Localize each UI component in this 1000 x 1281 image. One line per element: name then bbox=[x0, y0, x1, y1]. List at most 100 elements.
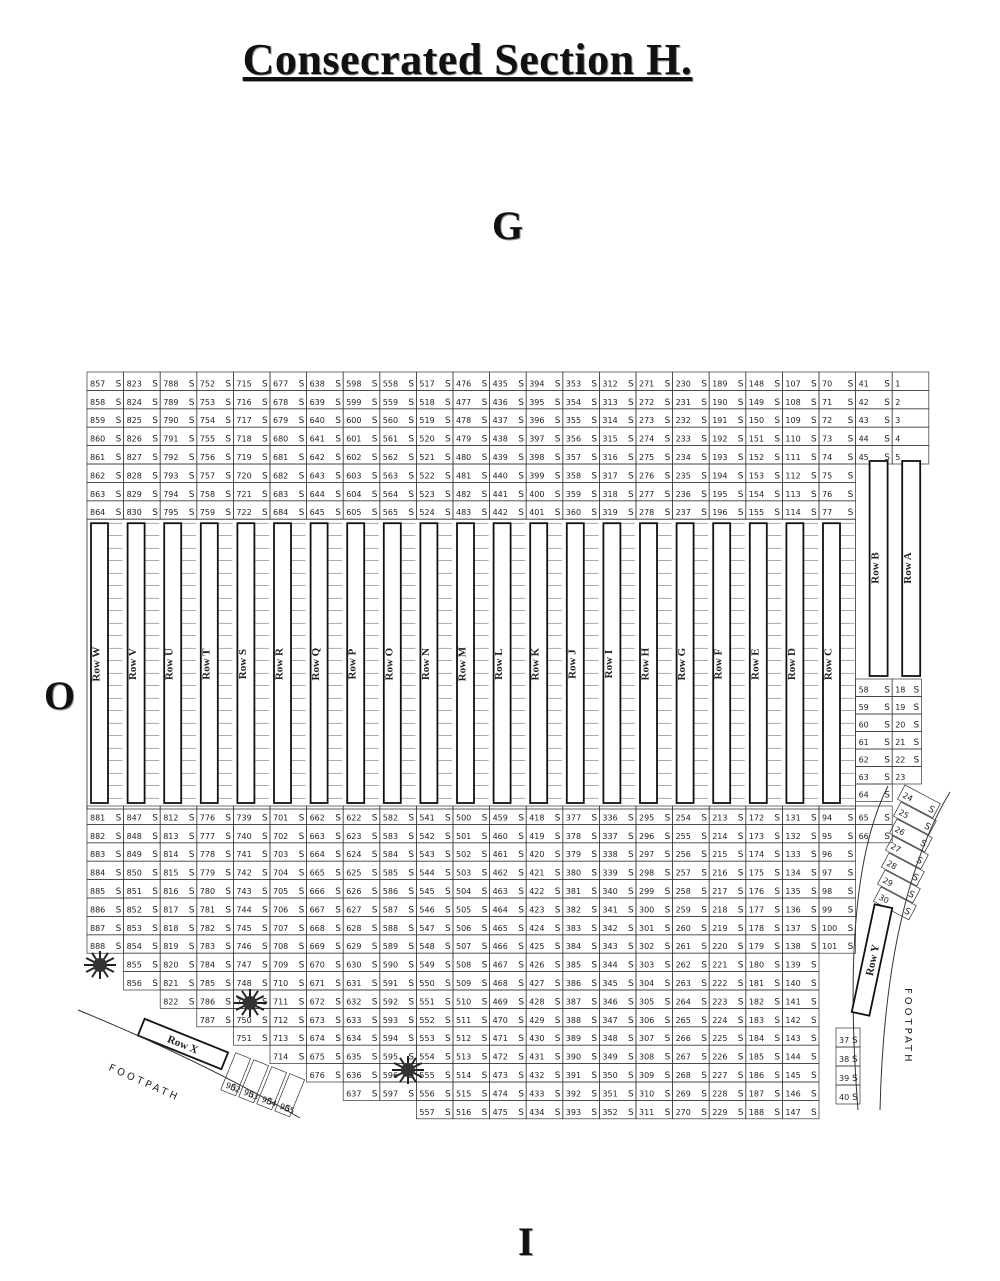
plot-number: 776 bbox=[200, 813, 215, 822]
row-strip bbox=[785, 522, 805, 804]
common-grave-mark: S bbox=[555, 997, 561, 1007]
plot-number: 779 bbox=[200, 869, 215, 878]
common-grave-mark: S bbox=[408, 453, 414, 463]
plot-number: 341 bbox=[602, 905, 617, 914]
common-grave-mark: S bbox=[445, 379, 451, 389]
plot-number: 299 bbox=[639, 887, 654, 896]
plot-number: 588 bbox=[383, 924, 398, 933]
plot-number: 24 bbox=[901, 791, 914, 804]
common-grave-mark: S bbox=[811, 905, 817, 915]
plot-number: 113 bbox=[785, 490, 800, 499]
common-grave-mark: S bbox=[335, 1053, 341, 1063]
common-grave-mark: S bbox=[518, 1034, 524, 1044]
grave-plot bbox=[893, 801, 937, 836]
common-grave-mark: S bbox=[665, 508, 671, 518]
plot-number: 823 bbox=[127, 379, 142, 388]
common-grave-mark: S bbox=[701, 832, 707, 842]
common-grave-mark: S bbox=[482, 905, 488, 915]
plot-number: 848 bbox=[127, 832, 142, 841]
plot-number: 483 bbox=[456, 508, 471, 517]
common-grave-mark: S bbox=[372, 416, 378, 426]
common-grave-mark: S bbox=[262, 869, 268, 879]
plot-number: 100 bbox=[822, 924, 837, 933]
plot-number: 684 bbox=[273, 508, 288, 517]
plot-number: 781 bbox=[200, 905, 215, 914]
common-grave-mark: S bbox=[665, 1071, 671, 1081]
common-grave-mark: S bbox=[811, 379, 817, 389]
common-grave-mark: S bbox=[738, 942, 744, 952]
plot-number: 357 bbox=[566, 453, 581, 462]
common-grave-mark: S bbox=[482, 813, 488, 823]
common-grave-mark: S bbox=[774, 416, 780, 426]
common-grave-mark: S bbox=[335, 490, 341, 500]
common-grave-mark: S bbox=[665, 905, 671, 915]
plot-number: 705 bbox=[273, 887, 288, 896]
plot-number: 379 bbox=[566, 850, 581, 859]
common-grave-mark: S bbox=[811, 508, 817, 518]
common-grave-mark: S bbox=[811, 1071, 817, 1081]
plot-number: 815 bbox=[163, 869, 178, 878]
common-grave-mark: S bbox=[335, 832, 341, 842]
plot-number: 142 bbox=[785, 1016, 800, 1025]
common-grave-mark: S bbox=[665, 471, 671, 481]
curved-plot: 27S bbox=[885, 835, 929, 870]
common-grave-mark: S bbox=[591, 924, 597, 934]
plot-number: 141 bbox=[785, 997, 800, 1006]
plot-number: 270 bbox=[676, 1108, 691, 1117]
plot-number: 707 bbox=[273, 924, 288, 933]
common-grave-mark: S bbox=[591, 905, 597, 915]
common-grave-mark: S bbox=[518, 961, 524, 971]
common-grave-mark: S bbox=[189, 471, 195, 481]
plot-number: 463 bbox=[493, 887, 508, 896]
row-label: Row B bbox=[870, 552, 882, 584]
plot-number: 635 bbox=[346, 1053, 361, 1062]
common-grave-mark: S bbox=[591, 961, 597, 971]
common-grave-mark: S bbox=[774, 832, 780, 842]
common-grave-mark: S bbox=[701, 997, 707, 1007]
plot-number: 783 bbox=[200, 942, 215, 951]
common-grave-mark: S bbox=[189, 453, 195, 463]
plot-number: 663 bbox=[310, 832, 325, 841]
plot-number: 173 bbox=[749, 832, 764, 841]
plot-number: 358 bbox=[566, 471, 581, 480]
plot-number: 60 bbox=[859, 721, 869, 730]
common-grave-mark: S bbox=[299, 961, 305, 971]
common-grave-mark: S bbox=[628, 453, 634, 463]
common-grave-mark: S bbox=[262, 453, 268, 463]
row-strip bbox=[126, 522, 146, 804]
plot-number: 65 bbox=[859, 813, 869, 822]
common-grave-mark: S bbox=[591, 1053, 597, 1063]
plot-number: 502 bbox=[456, 850, 471, 859]
plot-number: 230 bbox=[676, 379, 691, 388]
plot-number: 507 bbox=[456, 942, 471, 951]
plot-number: 195 bbox=[712, 490, 727, 499]
common-grave-mark: S bbox=[262, 508, 268, 518]
plot-number: 214 bbox=[712, 832, 727, 841]
common-grave-mark: S bbox=[152, 961, 158, 971]
common-grave-mark: S bbox=[225, 961, 231, 971]
plot-number: 555 bbox=[419, 1071, 434, 1080]
plot-number: 826 bbox=[127, 435, 142, 444]
common-grave-mark: S bbox=[262, 416, 268, 426]
common-grave-mark: S bbox=[884, 721, 890, 731]
plot-number: 18 bbox=[895, 686, 905, 695]
plot-number: 562 bbox=[383, 453, 398, 462]
row-label: Row H bbox=[640, 647, 652, 680]
grave-plot bbox=[889, 818, 933, 853]
common-grave-mark: S bbox=[774, 471, 780, 481]
common-grave-mark: S bbox=[738, 887, 744, 897]
plot-number: 419 bbox=[529, 832, 544, 841]
plot-number: 722 bbox=[236, 508, 251, 517]
plot-number: 505 bbox=[456, 905, 471, 914]
plot-number: 629 bbox=[346, 942, 361, 951]
common-grave-mark: S bbox=[738, 1053, 744, 1063]
plot-number: 557 bbox=[419, 1108, 434, 1117]
plot-number: 855 bbox=[127, 961, 142, 970]
common-grave-mark: S bbox=[335, 1016, 341, 1026]
common-grave-mark: S bbox=[665, 379, 671, 389]
plot-number: 758 bbox=[200, 490, 215, 499]
plot-number: 433 bbox=[529, 1089, 544, 1098]
plot-number: 45 bbox=[859, 453, 869, 462]
plot-number: 662 bbox=[310, 813, 325, 822]
